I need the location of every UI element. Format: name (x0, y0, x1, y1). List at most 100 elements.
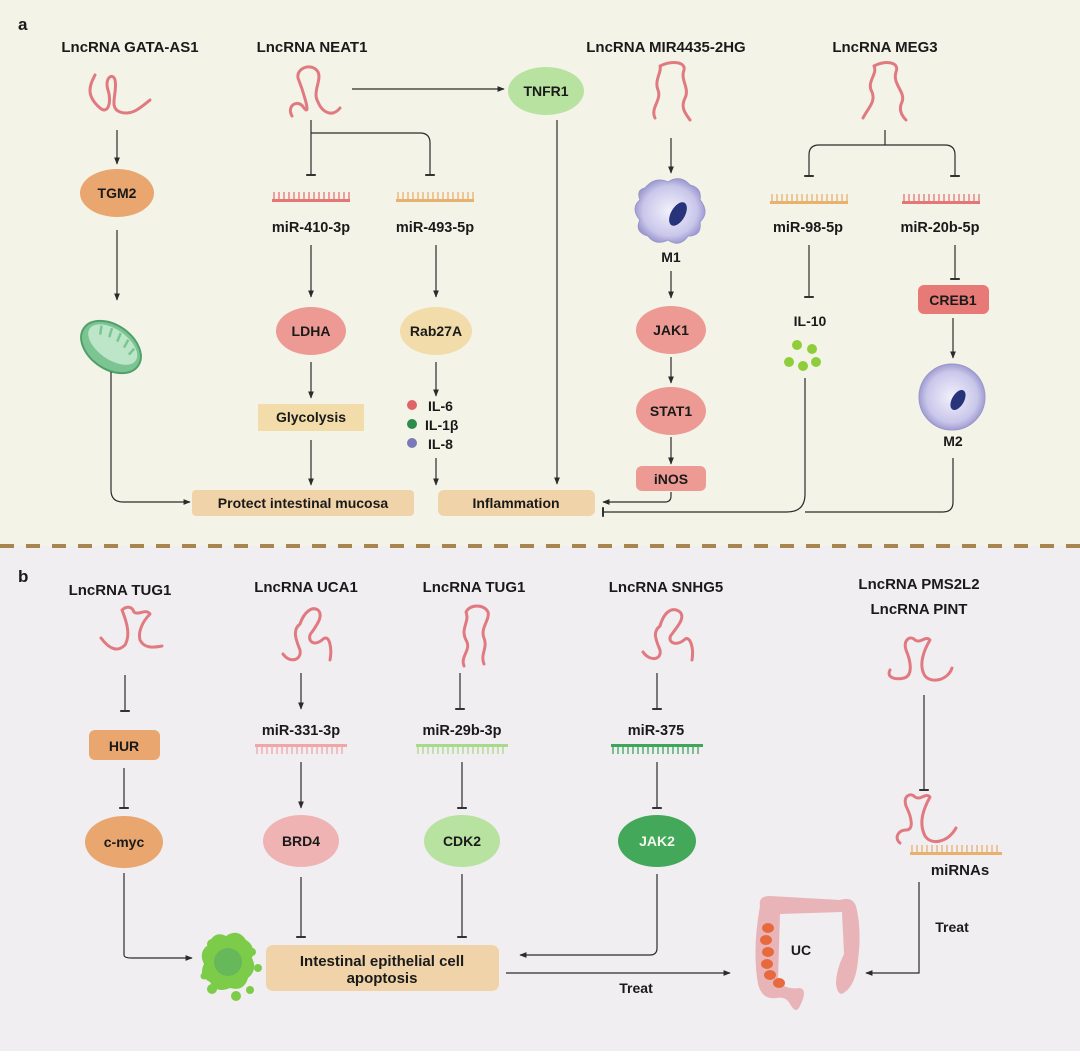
edge-il10-to-inflammation (602, 378, 806, 517)
lncrna-meg3-label: LncRNA MEG3 (832, 39, 937, 56)
il1b-dot (407, 419, 417, 429)
apoptosis-label-line2: apoptosis (347, 970, 418, 987)
rab27a-label: Rab27A (410, 323, 462, 339)
lncrna-pint-label: LncRNA PINT (871, 601, 968, 618)
m1-label: M1 (661, 249, 681, 265)
edge-jak2-to-apoptosis (519, 874, 658, 958)
glycolysis-label: Glycolysis (276, 409, 346, 425)
hur-label: HUR (109, 738, 139, 754)
ldha-label: LDHA (292, 323, 331, 339)
lncrna-neat1-label: LncRNA NEAT1 (257, 39, 368, 56)
edge-neat1-to-mir493 (311, 132, 435, 176)
mir-493-5p-label: miR-493-5p (396, 220, 474, 236)
rna-strand-icon (652, 61, 692, 122)
creb1-box (918, 285, 989, 314)
mir-331-3p-label: miR-331-3p (262, 723, 340, 739)
rna-strand-icon (88, 73, 152, 115)
panel-a-letter: a (18, 15, 28, 34)
jak1-label: JAK1 (653, 322, 689, 338)
m2-label: M2 (943, 433, 963, 449)
stat1-label: STAT1 (650, 403, 692, 419)
rna-strand-icon (887, 636, 954, 682)
treat-label-right: Treat (935, 919, 969, 935)
mir-493-5p-icon (396, 192, 474, 202)
hur-box (89, 730, 160, 760)
lncrna-pms2l2-label: LncRNA PMS2L2 (858, 576, 979, 593)
protect-mucosa-label: Protect intestinal mucosa (218, 495, 389, 511)
il6-label: IL-6 (428, 398, 453, 414)
mir-375-label: miR-375 (628, 723, 684, 739)
creb1-label: CREB1 (929, 292, 977, 308)
cmyc-node (85, 816, 163, 868)
jak2-label: JAK2 (639, 833, 675, 849)
tgm2-label: TGM2 (98, 185, 137, 201)
mir-375-icon (611, 744, 703, 754)
il8-label: IL-8 (428, 436, 453, 452)
uc-label: UC (791, 942, 811, 958)
apoptotic-cell-icon (200, 932, 262, 1001)
mir-20b-5p-icon (902, 194, 980, 204)
lncrna-mir4435-label: LncRNA MIR4435-2HG (586, 39, 745, 56)
stat1-node (636, 387, 706, 435)
panel-b-background (0, 546, 1080, 1051)
cdk2-label: CDK2 (443, 833, 481, 849)
lncrna-gata-as1-label: LncRNA GATA-AS1 (61, 39, 198, 56)
rna-strand-icon (289, 65, 342, 118)
panel-b-letter: b (18, 567, 28, 586)
mir-98-5p-label: miR-98-5p (773, 220, 843, 236)
edge-mirnas-to-uc (865, 882, 920, 976)
inos-label: iNOS (654, 471, 688, 487)
il1b-label: IL-1β (425, 417, 459, 433)
mirnas-icon (910, 845, 1002, 855)
mir-331-3p-icon (255, 744, 347, 754)
rna-strand-icon (281, 607, 333, 662)
protect-mucosa-box (192, 490, 414, 516)
edge-inos-to-inflammation (602, 492, 672, 505)
mirnas-label: miRNAs (931, 862, 989, 879)
mir-410-3p-icon (272, 192, 350, 202)
mir-29b-3p-label: miR-29b-3p (423, 723, 502, 739)
rab27a-node (400, 307, 472, 355)
brd4-node (263, 815, 339, 867)
mir-410-3p-label: miR-410-3p (272, 220, 350, 236)
m2-macrophage-icon (918, 363, 986, 431)
m1-macrophage-icon (634, 178, 706, 244)
tnfr1-label: TNFR1 (523, 83, 568, 99)
rna-strand-icon (461, 604, 490, 668)
cmyc-label: c-myc (104, 834, 145, 850)
lncrna-tug1-label-2: LncRNA TUG1 (423, 579, 526, 596)
il8-dot (407, 438, 417, 448)
colon-uc-icon (755, 896, 860, 1011)
mir-98-5p-icon (770, 194, 848, 204)
mir-29b-3p-icon (416, 744, 508, 754)
rna-strand-icon (861, 61, 908, 122)
inflammation-label: Inflammation (472, 495, 559, 511)
tnfr1-node (508, 67, 584, 115)
il10-particles-icon (784, 340, 821, 371)
apoptosis-label-line1: Intestinal epithelial cell (300, 953, 464, 970)
rna-strand-icon (895, 793, 958, 845)
ldha-node (276, 307, 346, 355)
rna-strand-icon (641, 608, 694, 662)
glycolysis-box (258, 404, 364, 431)
cdk2-node (424, 815, 500, 867)
jak2-node (618, 815, 696, 867)
edge-meg3-to-mir98 (804, 144, 885, 177)
edge-m2-to-inflammation (805, 458, 954, 513)
edge-cmyc-to-apoptosis (123, 873, 193, 961)
tgm2-node (80, 169, 154, 217)
lncrna-snhg5-label: LncRNA SNHG5 (609, 579, 723, 596)
inflammation-box (438, 490, 595, 516)
apoptosis-box (266, 945, 499, 991)
edge-mitochondria-to-protect (110, 372, 191, 505)
mir-20b-5p-label: miR-20b-5p (901, 220, 980, 236)
jak1-node (636, 306, 706, 354)
il10-label: IL-10 (794, 313, 827, 329)
edge-meg3-to-mir20b (885, 144, 960, 177)
rna-strand-icon (99, 605, 164, 651)
treat-label-bottom: Treat (619, 980, 653, 996)
mitochondrion-icon (80, 319, 142, 375)
il6-dot (407, 400, 417, 410)
